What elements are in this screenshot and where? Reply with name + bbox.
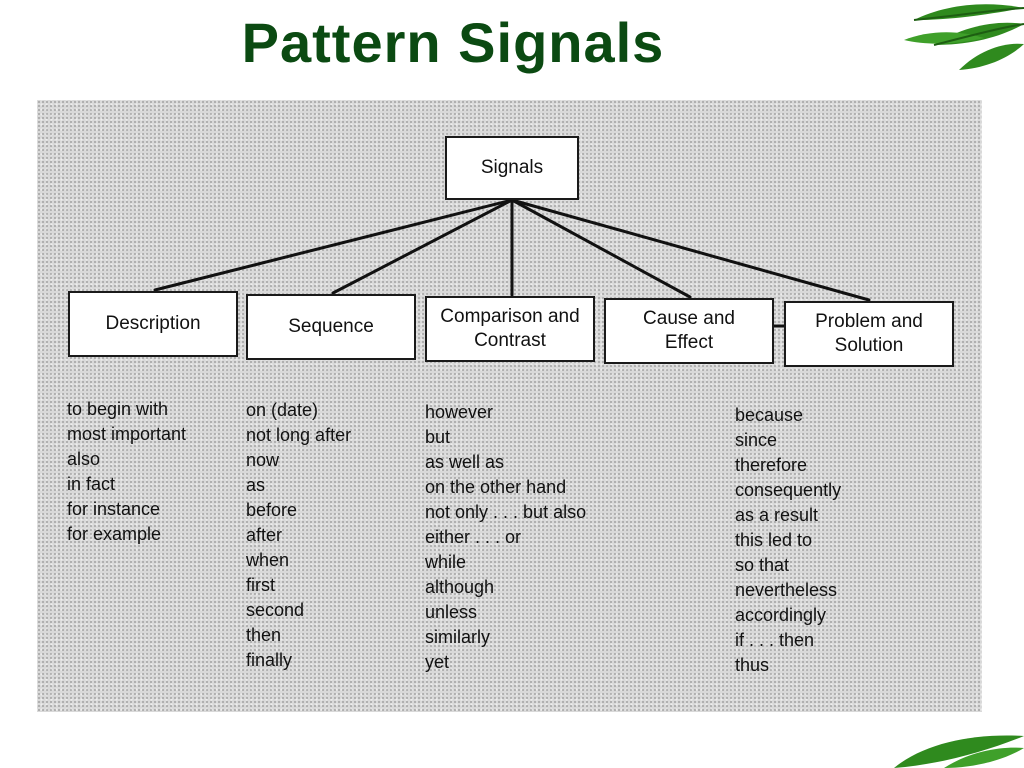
- category-node-description: Description: [68, 291, 238, 357]
- list-item: second: [246, 600, 305, 620]
- list-item: finally: [246, 650, 293, 670]
- list-item: thus: [735, 655, 770, 675]
- list-item: either . . . or: [425, 527, 522, 547]
- list-item: however: [425, 402, 494, 422]
- word-list-description: to begin with most important also in fac…: [67, 397, 186, 547]
- word-list-sequence: on (date) not long after now as before a…: [246, 398, 351, 673]
- bamboo-leaf-icon: [904, 4, 1024, 70]
- category-node-cause-effect: Cause and Effect: [604, 298, 774, 364]
- word-list-comparison-contrast: however but as well as on the other hand…: [425, 400, 586, 675]
- connector-line: [510, 198, 871, 302]
- list-item: so that: [735, 555, 790, 575]
- list-item: then: [246, 625, 282, 645]
- diagram-panel: Signals Description Sequence Comparison …: [37, 100, 982, 712]
- list-item: yet: [425, 652, 450, 672]
- connector-line: [331, 198, 514, 295]
- list-item: on (date): [246, 400, 319, 420]
- root-node: Signals: [445, 136, 579, 200]
- bamboo-leaf-icon: [894, 735, 1024, 768]
- list-item: as a result: [735, 505, 819, 525]
- list-item: when: [246, 550, 290, 570]
- list-item: because: [735, 405, 804, 425]
- slide-title: Pattern Signals: [241, 11, 665, 74]
- list-item: for instance: [67, 499, 161, 519]
- connector-line: [153, 198, 514, 292]
- list-item: not only . . . but also: [425, 502, 587, 522]
- list-item: to begin with: [67, 399, 169, 419]
- list-item: similarly: [425, 627, 490, 647]
- connector-lines: [153, 198, 871, 328]
- list-item: now: [246, 450, 280, 470]
- list-item: this led to: [735, 530, 813, 550]
- list-item: consequently: [735, 480, 842, 500]
- list-item: unless: [425, 602, 478, 622]
- list-item: nevertheless: [735, 580, 838, 600]
- list-item: before: [246, 500, 298, 520]
- list-item: in fact: [67, 474, 116, 494]
- list-item: as well as: [425, 452, 505, 472]
- category-node-sequence: Sequence: [246, 294, 416, 360]
- category-node-problem-solution: Problem and Solution: [784, 301, 954, 367]
- list-item: also: [67, 449, 101, 469]
- list-item: not long after: [246, 425, 352, 445]
- list-item: after: [246, 525, 283, 545]
- list-item: therefore: [735, 455, 808, 475]
- list-item: as: [246, 475, 266, 495]
- list-item: since: [735, 430, 778, 450]
- list-item: on the other hand: [425, 477, 567, 497]
- list-item: although: [425, 577, 495, 597]
- connector-line: [510, 198, 692, 299]
- category-node-comparison-contrast: Comparison and Contrast: [425, 296, 595, 362]
- list-item: accordingly: [735, 605, 827, 625]
- word-list-cause-effect: because since therefore consequently as …: [735, 403, 841, 678]
- list-item: for example: [67, 524, 162, 544]
- list-item: most important: [67, 424, 187, 444]
- list-item: if . . . then: [735, 630, 815, 650]
- list-item: while: [425, 552, 467, 572]
- list-item: first: [246, 575, 275, 595]
- list-item: but: [425, 427, 451, 447]
